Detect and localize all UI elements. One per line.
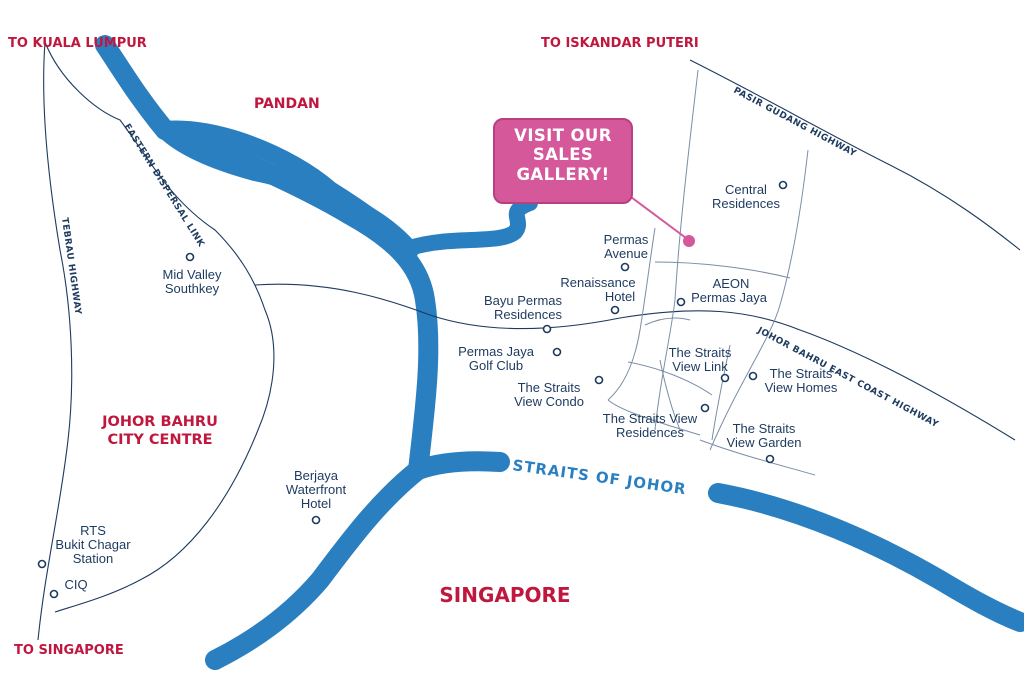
tebrau-highway [37, 41, 73, 641]
svg-text:CIQ: CIQ [64, 577, 87, 592]
local-street-3 [654, 261, 791, 279]
local-street-1 [654, 69, 699, 431]
local-street-9 [699, 439, 816, 476]
region-jb-city-centre-line1: JOHOR BAHRU [101, 414, 218, 430]
local-street-7 [607, 399, 701, 436]
callout-line-2: SALES [532, 145, 594, 165]
local-street-10 [711, 344, 731, 441]
straits-far-east [708, 483, 1024, 632]
local-street-8 [659, 359, 681, 431]
region-pandan: PANDAN [254, 96, 320, 112]
region-singapore: SINGAPORE [439, 583, 570, 607]
straits-of-johor-label: STRAITS OF JOHOR [511, 456, 687, 498]
eastern-dispersal-link [44, 41, 275, 613]
jb-east-coast-highway [254, 283, 1016, 441]
sales-gallery-pointer [630, 196, 687, 239]
pasir-gudang-highway [689, 59, 1021, 251]
visit-sales-gallery-callout[interactable]: VISIT OUR SALES GALLERY! [493, 118, 633, 204]
callout-line-3: GALLERY! [516, 164, 610, 184]
direction-iskandar-puteri: TO ISKANDAR PUTERI [541, 36, 699, 51]
sales-gallery-marker[interactable] [683, 235, 695, 247]
tributary-to-sales-gallery [402, 195, 538, 256]
region-jb-city-centre-line2: CITY CENTRE [107, 432, 212, 448]
tebrau-river-upper [95, 35, 175, 140]
local-street-4 [607, 227, 656, 401]
straits-west [205, 460, 428, 670]
pasir-gudang-highway-label: PASIR GUDANG HIGHWAY [732, 86, 858, 160]
tebrau-river-main [155, 120, 439, 480]
callout-line-1: VISIT OUR [514, 126, 612, 145]
direction-kuala-lumpur: TO KUALA LUMPUR [8, 36, 147, 51]
direction-singapore: TO SINGAPORE [14, 643, 124, 658]
poi-ciq[interactable]: CIQ [49, 577, 88, 599]
straits-east [408, 451, 510, 480]
local-street-6 [627, 361, 713, 396]
local-street-5 [644, 317, 691, 326]
local-street-2 [709, 149, 809, 451]
